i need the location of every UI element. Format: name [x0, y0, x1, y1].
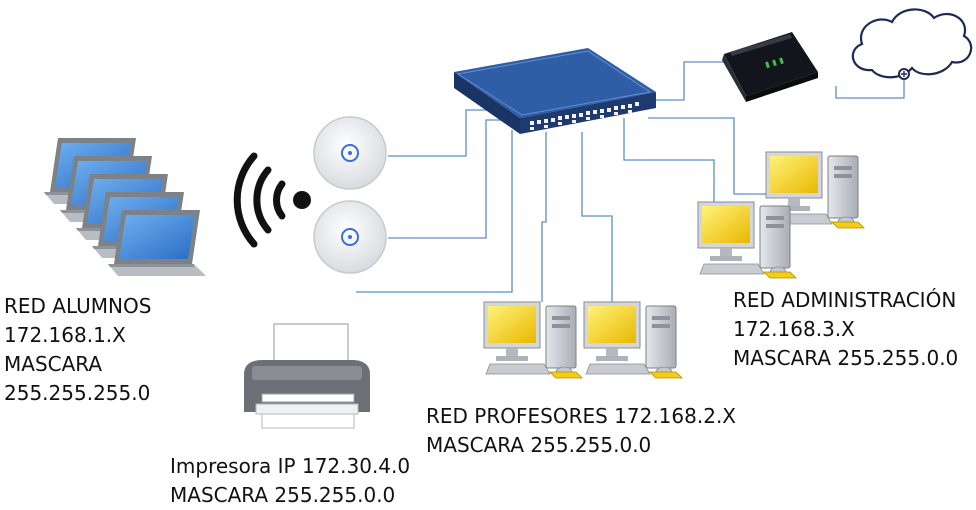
desktop-pc-icon: [483, 301, 583, 379]
laptop-group-alumnos: [44, 138, 206, 276]
pc-group-administracion: [697, 151, 865, 279]
alumnos-title: RED ALUMNOS: [4, 294, 152, 318]
cloud-icon: [851, 8, 973, 80]
cable-admin-2: [648, 117, 770, 195]
pc-group-profesores: [483, 301, 683, 379]
access-point-icon: [313, 116, 387, 190]
alumnos-ip: 172.168.1.X: [4, 323, 126, 347]
label-red-profesores: RED PROFESORES 172.168.2.X MASCARA 255.2…: [426, 402, 736, 460]
desktop-pc-icon: [697, 201, 797, 279]
administracion-title: RED ADMINISTRACIÓN: [733, 288, 957, 312]
administracion-ip: 172.168.3.X: [733, 317, 855, 341]
label-red-administracion: RED ADMINISTRACIÓN 172.168.3.X MASCARA 2…: [733, 286, 958, 373]
cable-admin-1: [623, 118, 715, 204]
cable-printer: [356, 130, 513, 293]
cable-ap-upper: [388, 109, 510, 157]
router-icon: [722, 32, 818, 102]
desktop-pc-icon: [583, 301, 683, 379]
switch-icon: [454, 48, 656, 134]
wifi-icon: [233, 152, 311, 248]
profesores-mask: MASCARA 255.255.0.0: [426, 433, 652, 457]
cable-profesor-2: [581, 132, 613, 302]
printer-icon: [244, 323, 370, 429]
cable-ap-lower: [388, 119, 512, 239]
impresora-mask: MASCARA 255.255.0.0: [170, 483, 396, 507]
cable-cloud: [835, 78, 905, 99]
cable-profesor-1: [541, 132, 547, 302]
administracion-mask: MASCARA 255.255.0.0: [733, 346, 959, 370]
cable-router: [652, 61, 724, 101]
network-cables: [356, 61, 905, 302]
profesores-title: RED PROFESORES 172.168.2.X: [426, 404, 736, 428]
impresora-ip: Impresora IP 172.30.4.0: [170, 454, 411, 478]
alumnos-mask-value: 255.255.255.0: [4, 381, 151, 405]
laptop-icon: [108, 210, 206, 276]
alumnos-mask-label: MASCARA: [4, 352, 103, 376]
label-red-alumnos: RED ALUMNOS 172.168.1.X MASCARA 255.255.…: [4, 292, 151, 408]
access-point-icon: [313, 200, 387, 274]
label-impresora: Impresora IP 172.30.4.0 MASCARA 255.255.…: [170, 452, 410, 510]
